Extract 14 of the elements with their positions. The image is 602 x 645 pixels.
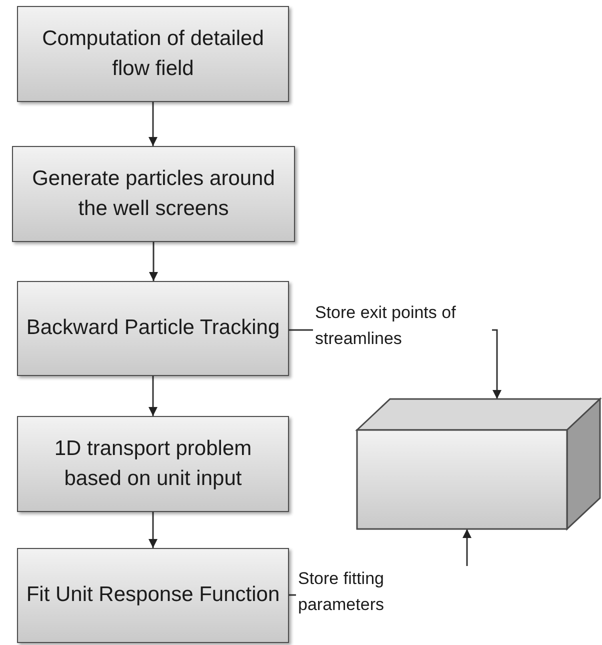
- box-text: Backward Particle Tracking: [26, 315, 280, 342]
- process-box: [17, 281, 289, 376]
- box-text: Fit Unit Response Function: [26, 582, 280, 608]
- arrow: [148, 512, 158, 548]
- box-text: Generate particles around the well screens: [31, 166, 276, 222]
- process-box: [17, 6, 289, 102]
- arrow: [148, 376, 158, 416]
- arrow: [149, 242, 158, 281]
- process-box: [12, 146, 295, 242]
- arrow: [148, 102, 158, 146]
- process-box: [17, 416, 289, 512]
- box-text: 1D transport problem based on unit input: [53, 436, 253, 492]
- box-text: Computation of detailed flow field: [41, 26, 265, 82]
- process-box: [17, 548, 289, 643]
